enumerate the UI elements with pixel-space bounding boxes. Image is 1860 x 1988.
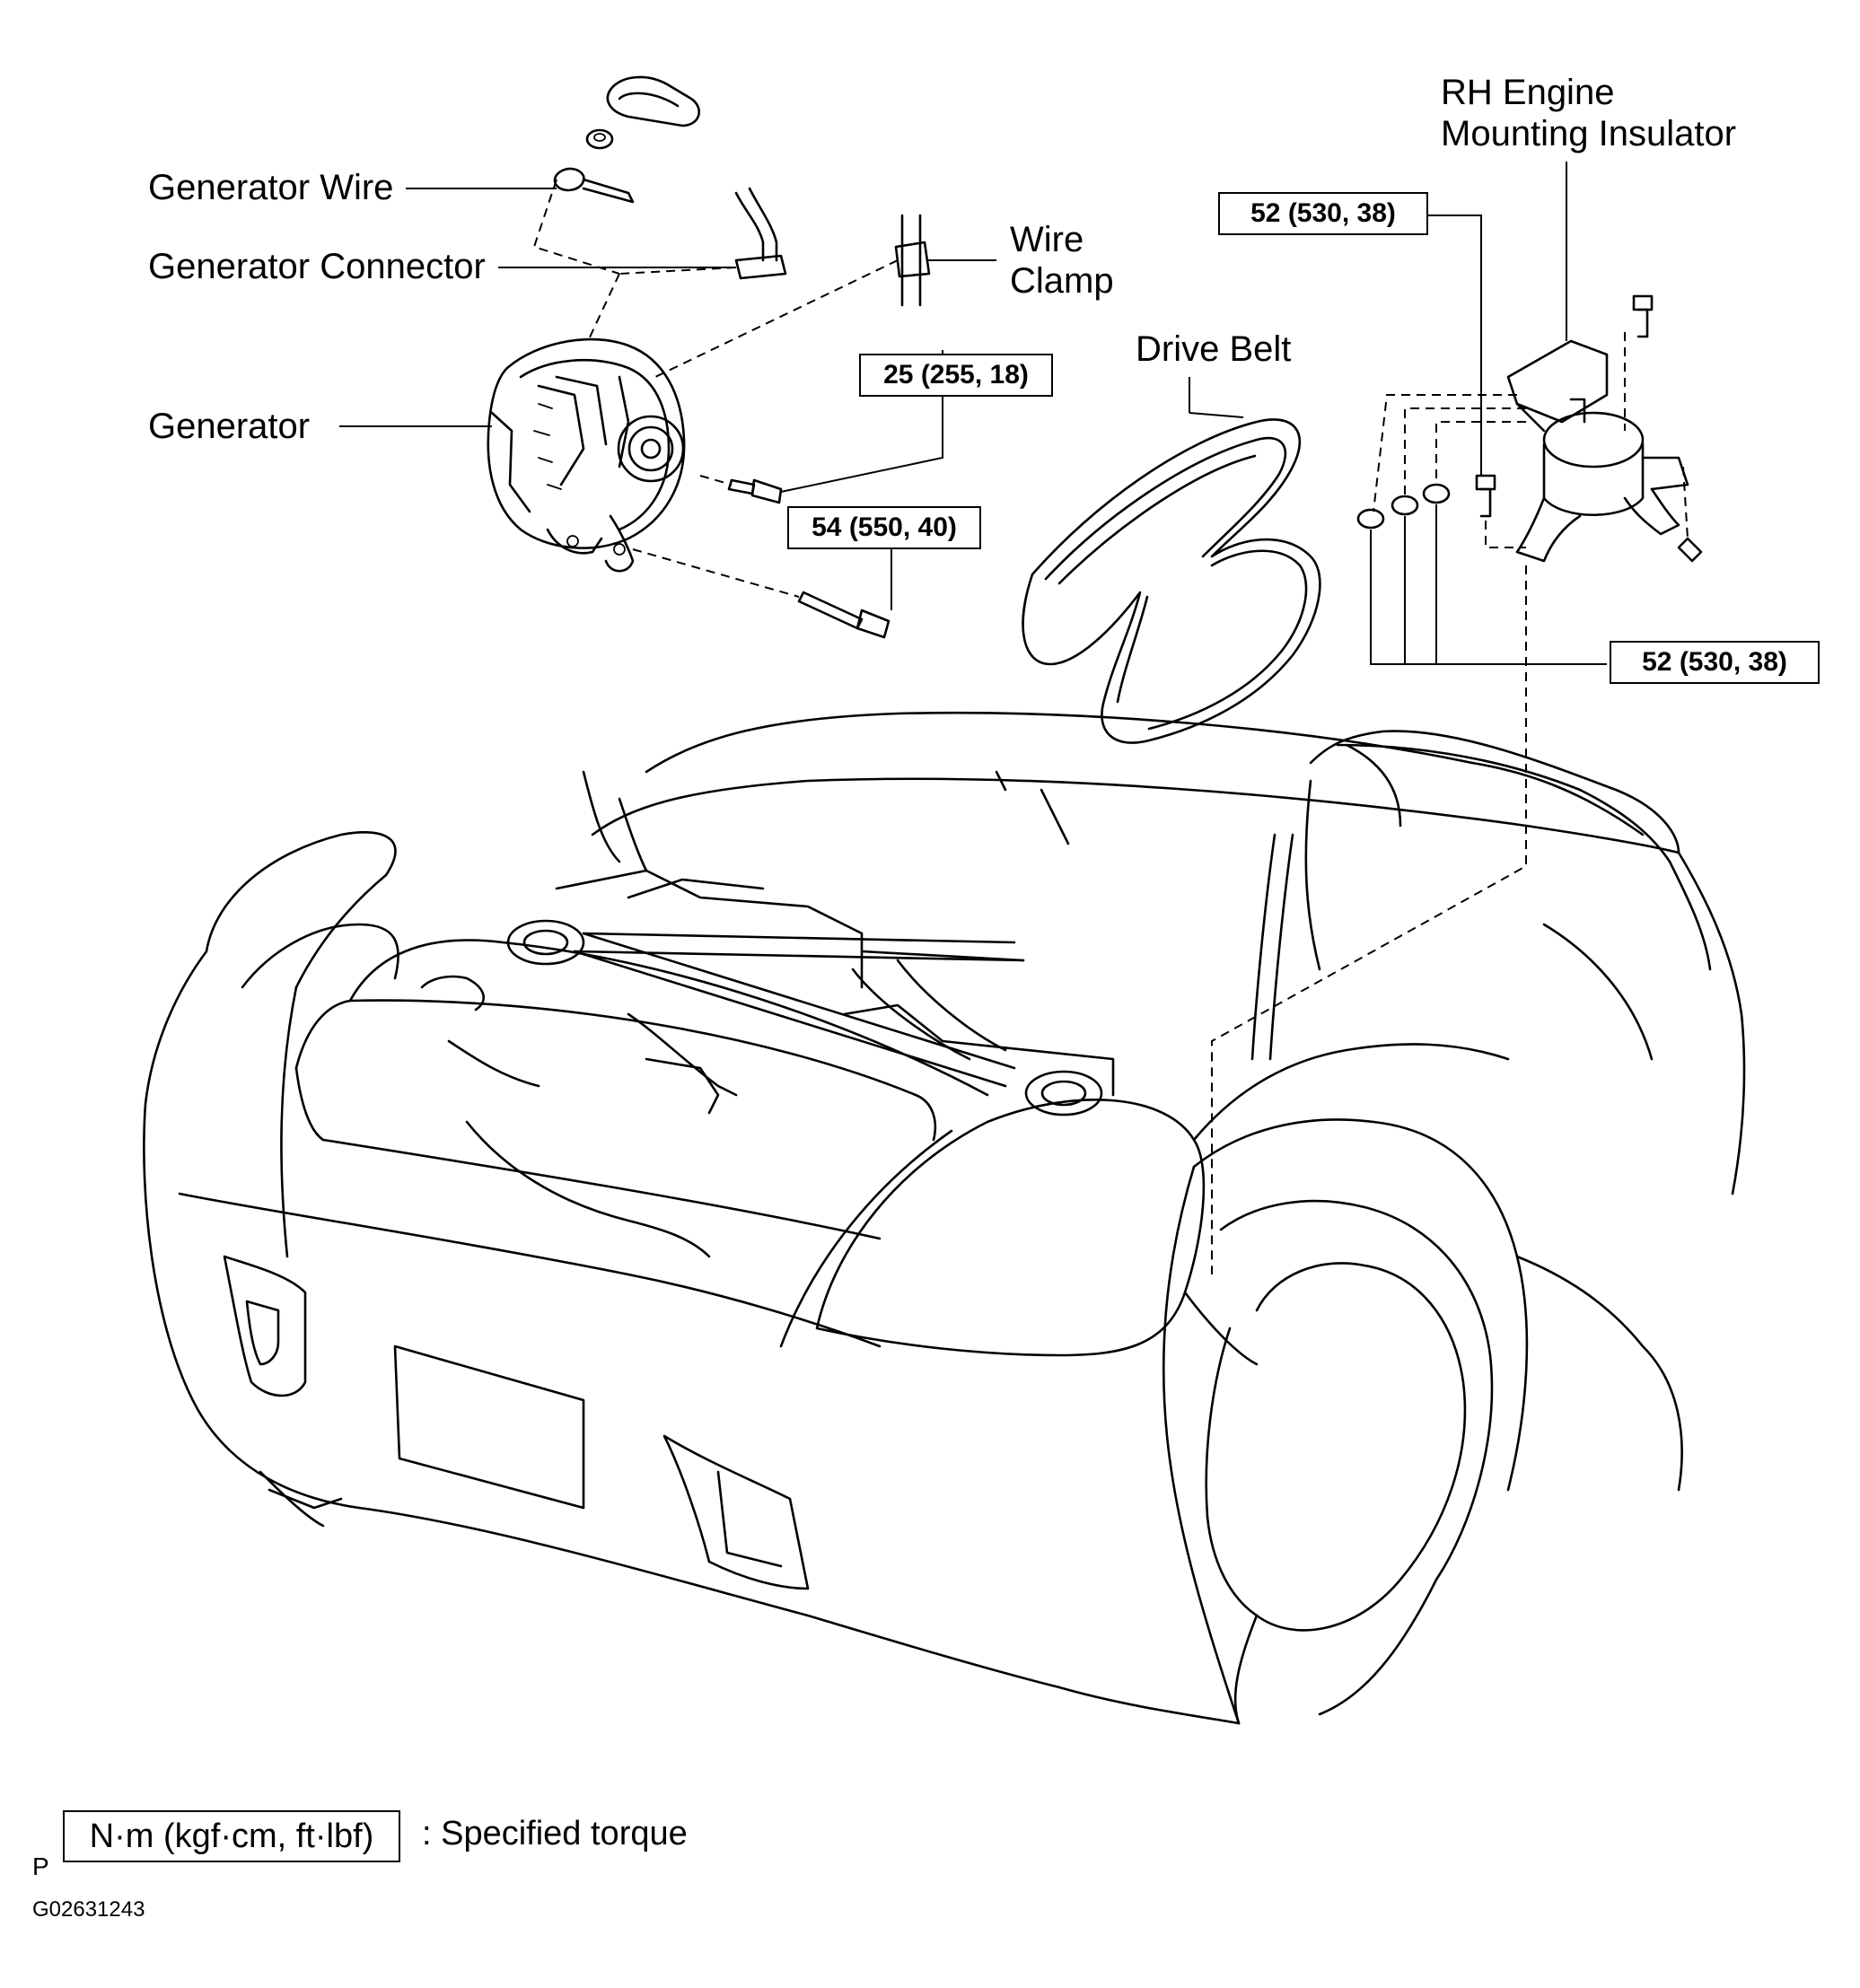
torque-box-mount-upper-bolt: 52 (530, 38) [1218, 192, 1428, 235]
label-wire-clamp-line2: Clamp [1010, 261, 1114, 301]
generator-drawing [487, 337, 686, 573]
generator-bolts [727, 478, 891, 639]
rh-mount-drawing [1356, 294, 1703, 563]
label-wire-clamp-line1: Wire [1010, 220, 1084, 259]
drive-belt-drawing [1022, 418, 1321, 744]
figure-code: G02631243 [32, 1897, 145, 1922]
torque-box-generator-lower-bolt: 54 (550, 40) [787, 506, 981, 549]
label-generator-connector: Generator Connector [148, 247, 486, 286]
torque-box-generator-upper-bolt: 25 (255, 18) [859, 354, 1053, 397]
label-generator-wire: Generator Wire [148, 168, 394, 207]
label-rh-mount-line2: Mounting Insulator [1441, 114, 1737, 153]
legend-unit-box: N·m (kgf·cm, ft·lbf) [63, 1810, 400, 1862]
label-drive-belt: Drive Belt [1136, 329, 1292, 369]
torque-box-mount-lower-nuts: 52 (530, 38) [1610, 641, 1820, 684]
leader-lines [339, 162, 1607, 665]
car-body-outline [143, 711, 1746, 1725]
legend-description: : Specified torque [422, 1815, 688, 1852]
legend-prefix: P [32, 1852, 49, 1880]
generator-wire-parts [553, 75, 787, 280]
explosion-dashed-lines [532, 179, 1689, 1274]
label-generator: Generator [148, 407, 311, 446]
wire-clamp-part [894, 214, 931, 307]
label-rh-mount-line1: RH Engine [1441, 73, 1615, 112]
